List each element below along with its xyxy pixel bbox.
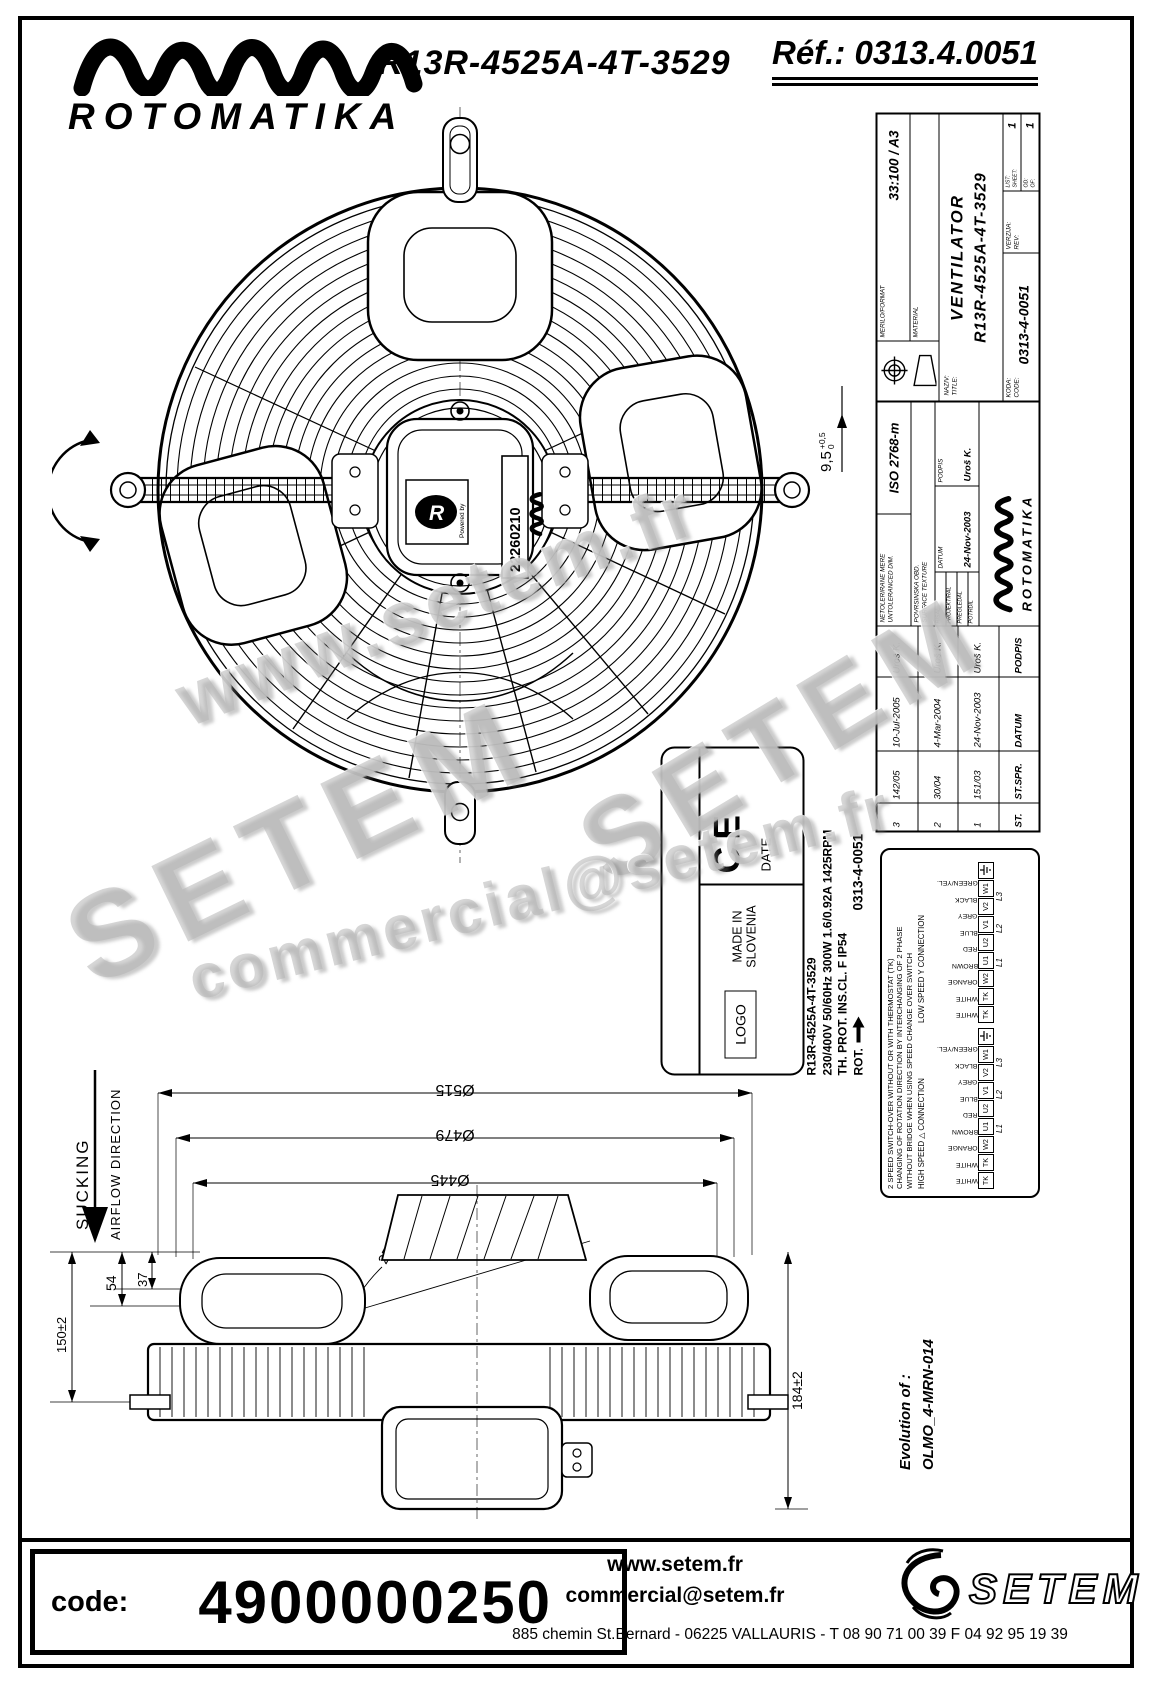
- high-speed-diagram: HIGH SPEED △ CONNECTION WHITE WHITE ORAN…: [917, 1023, 1007, 1189]
- revision-row: 2 30/04 4-Mar-2004 Uroš K.: [918, 626, 959, 831]
- svg-text:SETEM: SETEM: [969, 1565, 1143, 1612]
- nameplate-logo-placeholder: LOGO: [724, 990, 757, 1059]
- made-in-label: MADE IN SLOVENIA: [730, 905, 759, 968]
- date-label: DATE: [758, 837, 774, 872]
- material-cell: MATERIAL: [912, 306, 920, 338]
- svg-text:184±2: 184±2: [789, 1371, 805, 1410]
- earth-ground-icon: [977, 1028, 994, 1045]
- terminal-strip: TK TK W2 U1 U2 V1 V2 W1: [977, 1023, 994, 1189]
- setem-logo: SETEM: [901, 1548, 1143, 1620]
- untoleranced-label: NETOLERIRANE MERE UNTOLERANCED DIM.: [877, 513, 911, 626]
- sheet-cell: LIST: SHEET: 1: [1003, 114, 1022, 191]
- revision-row: 1 151/03 24-Nov-2003 Uroš K.: [958, 626, 999, 831]
- terminal-strip: TK TK W2 U1 U2 V1 V2 W1: [977, 857, 994, 1023]
- rotomatika-logo-icon: [73, 38, 423, 96]
- projection-symbol-icon: [877, 340, 939, 401]
- nameplate-specs: R13R-4525A-4T-3529 230/400V 50/60Hz 300W…: [804, 829, 850, 1076]
- footer-email: commercial@setem.fr: [565, 1584, 785, 1607]
- airflow-direction-label: AIRFLOW DIRECTION: [108, 1088, 123, 1240]
- brand-name: ROTOMATIKA: [68, 96, 406, 137]
- signature-cell: PODPIS Uroš K.: [937, 447, 974, 483]
- tolerance-standard: ISO 2768-m: [886, 422, 902, 494]
- svg-text:150±2: 150±2: [54, 1317, 69, 1353]
- svg-text:Ø445: Ø445: [430, 1171, 469, 1188]
- code-cell: KODA: CODE: 0313-4-0051: [1003, 252, 1039, 401]
- footer-divider: [18, 1538, 1130, 1542]
- revision-row: 3 142/05 10-Jul-2005 Uroš K.: [877, 626, 918, 831]
- powered-by-label: Powered by: [459, 503, 466, 538]
- revision-table: 3 142/05 10-Jul-2005 Uroš K. 2 30/04 4-M…: [877, 626, 1039, 831]
- footer-address: 885 chemin St.Bernard - 06225 VALLAURIS …: [512, 1626, 1068, 1643]
- motor-logo-letter: R: [429, 502, 445, 525]
- code-label: code:: [51, 1585, 129, 1618]
- wiring-diagram: 2 SPEED SWITCH-OVER WITHOUT OR WITH THER…: [880, 848, 1040, 1198]
- reference-number: Réf.: 0313.4.0051: [772, 34, 1039, 86]
- nameplate-code: 0313-4-0051: [850, 833, 866, 911]
- fan-front-view: R Powered by 22260210: [109, 107, 811, 863]
- phase-labels: L1 L2 L3: [994, 1058, 1004, 1133]
- of-cell: OD: OF: 1: [1023, 122, 1037, 188]
- title-block-logo: ROTOMATIKA: [980, 403, 1039, 626]
- star-symbol: Y: [916, 969, 926, 975]
- evolution-note: Evolution of : OLMO_4-MRN-014: [897, 1339, 937, 1470]
- ce-mark-icon: CE: [706, 808, 748, 874]
- revision-cell: VERZIJA: REV:: [1003, 190, 1039, 253]
- title-block: 3 142/05 10-Jul-2005 Uroš K. 2 30/04 4-M…: [875, 112, 1041, 833]
- rotation-label: ROT.: [852, 1016, 866, 1076]
- rotation-arrow-icon: [852, 1016, 865, 1043]
- rotation-direction-icon: [52, 430, 100, 552]
- nameplate-box: LOGO MADE IN SLOVENIA CE DATE: [660, 746, 805, 1076]
- drawing-title-cell: NAZIV: TITLE: VENTILATOR R13R-4525A-4T-3…: [939, 114, 1004, 401]
- low-speed-diagram: LOW SPEED Y CONNECTION WHITE WHITE ORANG…: [917, 857, 1007, 1023]
- delta-symbol: △: [916, 1132, 926, 1139]
- revision-header-row: ST. ST.SPR. DATUM PODPIS: [999, 627, 1039, 831]
- code-value: 4900000250: [198, 1568, 553, 1636]
- phase-labels: L1 L2 L3: [994, 892, 1004, 967]
- svg-text:Ø479: Ø479: [435, 1126, 474, 1143]
- motor-serial: 22260210: [508, 507, 524, 572]
- wiring-notes: 2 SPEED SWITCH-OVER WITHOUT OR WITH THER…: [886, 926, 914, 1189]
- date-cell: DATUM 24-Nov-2003: [935, 485, 979, 572]
- svg-text:37: 37: [135, 1273, 150, 1287]
- svg-text:Ø515: Ø515: [435, 1081, 474, 1098]
- svg-text:54: 54: [103, 1275, 119, 1291]
- code-box: code: 4900000250: [30, 1549, 627, 1655]
- fan-side-view: Ø515 Ø479 Ø445 54 37 150±2: [50, 1070, 808, 1521]
- signature-roles: RISAL PROJEKTIRAL PREGLEDAL POTRDIL: [935, 571, 979, 626]
- footer-website: www.setem.fr: [607, 1553, 743, 1576]
- scale-format-cell: MERILO/FORMAT 33:100 / A3: [877, 114, 911, 341]
- earth-ground-icon: [977, 862, 994, 879]
- sucking-label: SUCKING: [73, 1138, 92, 1230]
- surface-texture-label: POVRSINSKA OBD. SURFACE TEXTURE: [911, 402, 936, 626]
- page-title: R13R-4525A-4T-3529: [378, 44, 731, 82]
- sheet-border: [18, 16, 1134, 1668]
- nameplate: LOGO MADE IN SLOVENIA CE DATE R13R-4525A…: [660, 746, 876, 1146]
